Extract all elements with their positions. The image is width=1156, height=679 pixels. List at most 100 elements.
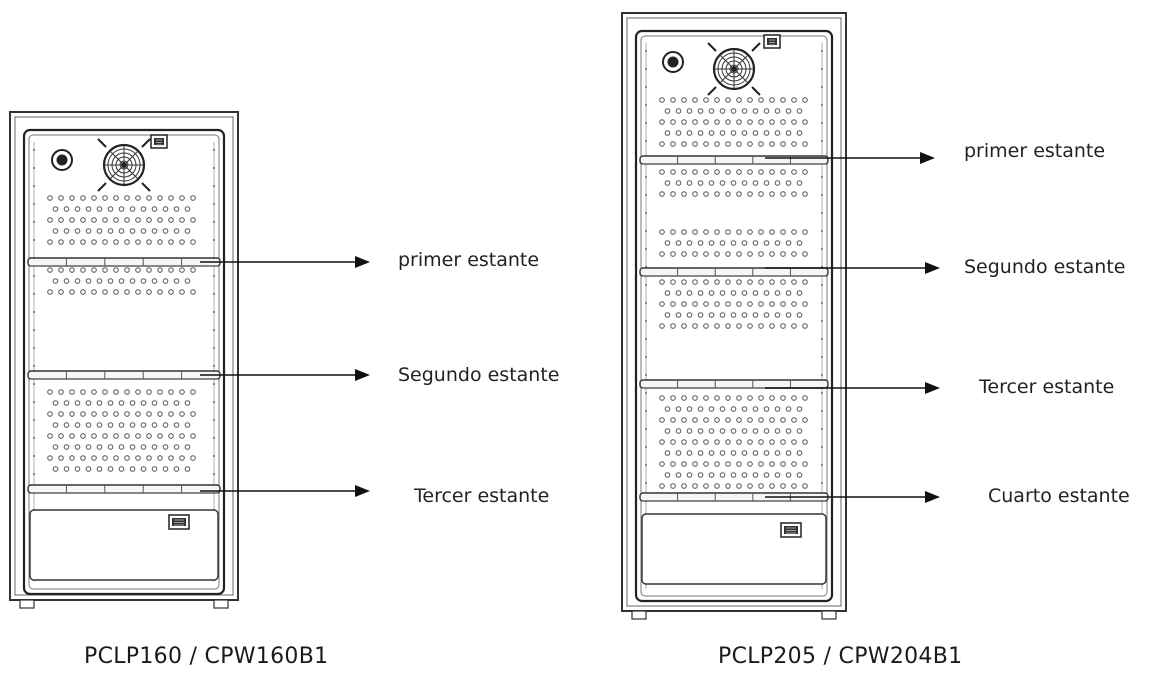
vent-hole	[659, 483, 665, 489]
fan-bracket	[751, 86, 761, 96]
vent-hole	[796, 130, 803, 136]
vent-hole	[91, 455, 97, 461]
vent-hole	[692, 229, 698, 235]
vent-hole	[692, 439, 698, 445]
vent-hole	[681, 141, 687, 147]
vent-hole	[763, 312, 770, 318]
rail-dot	[33, 419, 35, 421]
vent-hole	[769, 119, 775, 125]
rail-dot	[821, 176, 823, 178]
vent-hole	[725, 417, 731, 423]
vent-hole	[659, 323, 665, 329]
vent-hole	[697, 108, 704, 114]
vent-hole	[741, 472, 748, 478]
vent-hole	[96, 278, 103, 284]
vent-hole	[747, 323, 753, 329]
vent-hole	[173, 466, 180, 472]
vent-hole	[725, 251, 731, 257]
vent-hole	[686, 428, 693, 434]
vent-hole	[747, 417, 753, 423]
vent-hole	[157, 389, 163, 395]
vent-hole	[118, 228, 125, 234]
vent-hole	[703, 169, 709, 175]
rail-dot	[821, 68, 823, 70]
rail-dot	[821, 230, 823, 232]
vent-hole	[780, 483, 786, 489]
vent-hole	[681, 483, 687, 489]
rail-dot	[645, 68, 647, 70]
vent-hole	[736, 97, 742, 103]
vent-hole	[747, 97, 753, 103]
vent-hole	[47, 195, 53, 201]
vent-hole	[736, 279, 742, 285]
shelf-rail	[27, 484, 221, 494]
vent-hole	[714, 279, 720, 285]
shelf	[27, 484, 221, 494]
vent-hole	[686, 180, 693, 186]
vent-hole	[692, 461, 698, 467]
vent-hole	[780, 251, 786, 257]
vent-hole	[69, 239, 75, 245]
vent-hole	[747, 439, 753, 445]
arrow-right-icon	[765, 152, 935, 164]
vent-hole	[758, 323, 764, 329]
rail-dot	[213, 419, 215, 421]
vent-hole	[796, 240, 803, 246]
rail-dot	[33, 293, 35, 295]
vent-hole	[675, 472, 682, 478]
vent-hole	[747, 119, 753, 125]
vent-hole	[58, 195, 64, 201]
vent-hole	[173, 422, 180, 428]
vent-hole	[659, 97, 665, 103]
vent-hole	[725, 141, 731, 147]
vent-hole	[769, 229, 775, 235]
vent-hole	[135, 239, 141, 245]
vent-hole	[791, 417, 797, 423]
vent-hole	[725, 279, 731, 285]
vent-hole	[769, 141, 775, 147]
vent-hole	[85, 422, 92, 428]
vent-hole	[102, 217, 108, 223]
vent-hole	[670, 279, 676, 285]
vent-hole	[675, 108, 682, 114]
vent-hole	[730, 472, 737, 478]
vent-hole	[659, 251, 665, 257]
fan-bracket	[751, 42, 761, 52]
vent-hole	[714, 439, 720, 445]
rail-dot	[213, 329, 215, 331]
vent-hole	[146, 239, 152, 245]
rail-dot	[821, 374, 823, 376]
rail-dot	[821, 284, 823, 286]
vent-hole	[708, 180, 715, 186]
rail-dot	[645, 194, 647, 196]
vent-hole	[102, 289, 108, 295]
vent-hole	[157, 411, 163, 417]
right-shelf-label-1: primer estante	[964, 140, 1106, 162]
vent-hole	[714, 119, 720, 125]
vent-hole	[664, 472, 671, 478]
vent-hole	[714, 417, 720, 423]
rail-dot	[645, 50, 647, 52]
rail-dot	[821, 410, 823, 412]
vent-hole	[719, 108, 726, 114]
vent-hole	[63, 444, 70, 450]
vent-hole	[675, 130, 682, 136]
vent-hole	[659, 169, 665, 175]
vent-hole	[162, 466, 169, 472]
vent-hole	[129, 422, 136, 428]
vent-hole	[747, 229, 753, 235]
vent-hole	[118, 422, 125, 428]
vent-hole	[697, 240, 704, 246]
vent-hole	[736, 119, 742, 125]
vent-hole	[184, 228, 191, 234]
rail-dot	[821, 122, 823, 124]
rail-dot	[213, 185, 215, 187]
vent-hole	[802, 483, 808, 489]
shelf-rail	[639, 267, 829, 277]
vent-hole	[47, 239, 53, 245]
vent-hole	[697, 450, 704, 456]
vent-hole	[135, 289, 141, 295]
vent-hole	[774, 312, 781, 318]
vent-hole	[802, 251, 808, 257]
vent-hole	[58, 239, 64, 245]
